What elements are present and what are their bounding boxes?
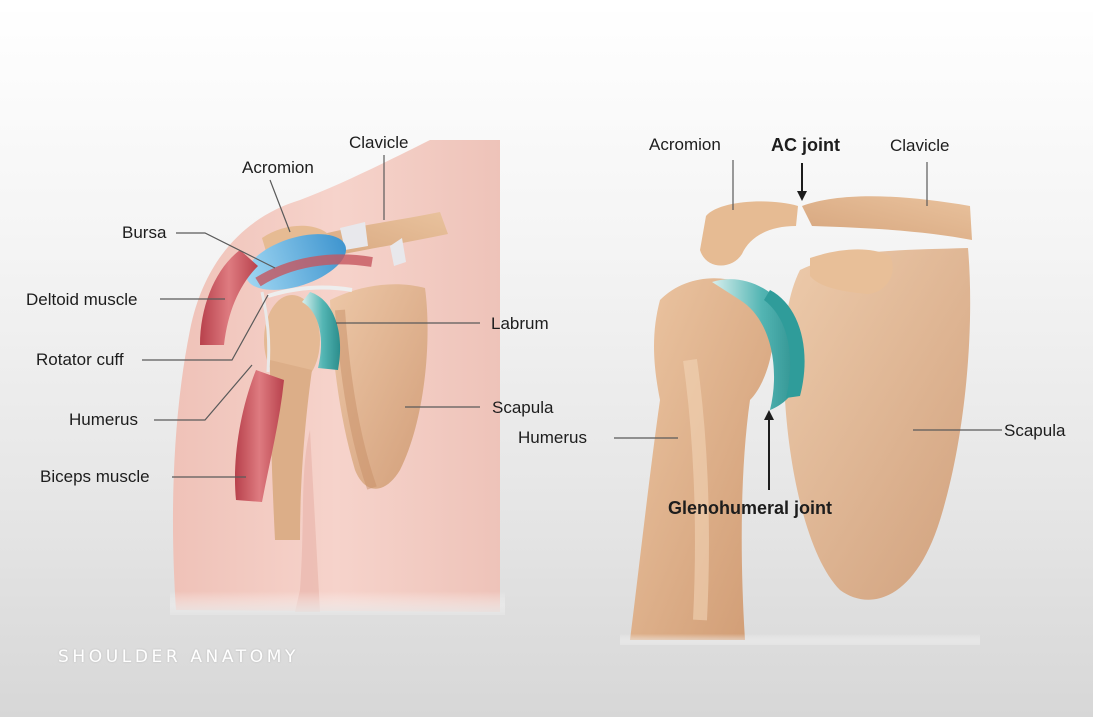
right-skeletal-illustration <box>620 196 980 645</box>
label-rotator-cuff: Rotator cuff <box>36 350 124 370</box>
clavicle-bone-right <box>802 196 972 240</box>
label-clavicle-right: Clavicle <box>890 136 950 156</box>
label-humerus-left: Humerus <box>69 410 138 430</box>
label-deltoid-muscle: Deltoid muscle <box>26 290 138 310</box>
label-scapula-right: Scapula <box>1004 421 1065 441</box>
label-humerus-right: Humerus <box>518 428 587 448</box>
label-ac-joint: AC joint <box>771 135 840 155</box>
label-acromion-right: Acromion <box>649 135 721 155</box>
scapula-bone-right <box>784 248 970 600</box>
acromion-bone-right <box>700 201 798 265</box>
label-clavicle-left: Clavicle <box>349 133 409 153</box>
label-scapula-left: Scapula <box>492 398 553 418</box>
label-labrum: Labrum <box>491 314 549 334</box>
label-bursa: Bursa <box>122 223 166 243</box>
label-biceps-muscle: Biceps muscle <box>40 467 150 487</box>
figure-title: SHOULDER ANATOMY <box>58 647 299 667</box>
label-glenohumeral-joint: Glenohumeral joint <box>668 498 832 518</box>
label-acromion-left: Acromion <box>242 158 314 178</box>
left-shoulder-illustration <box>170 140 505 615</box>
